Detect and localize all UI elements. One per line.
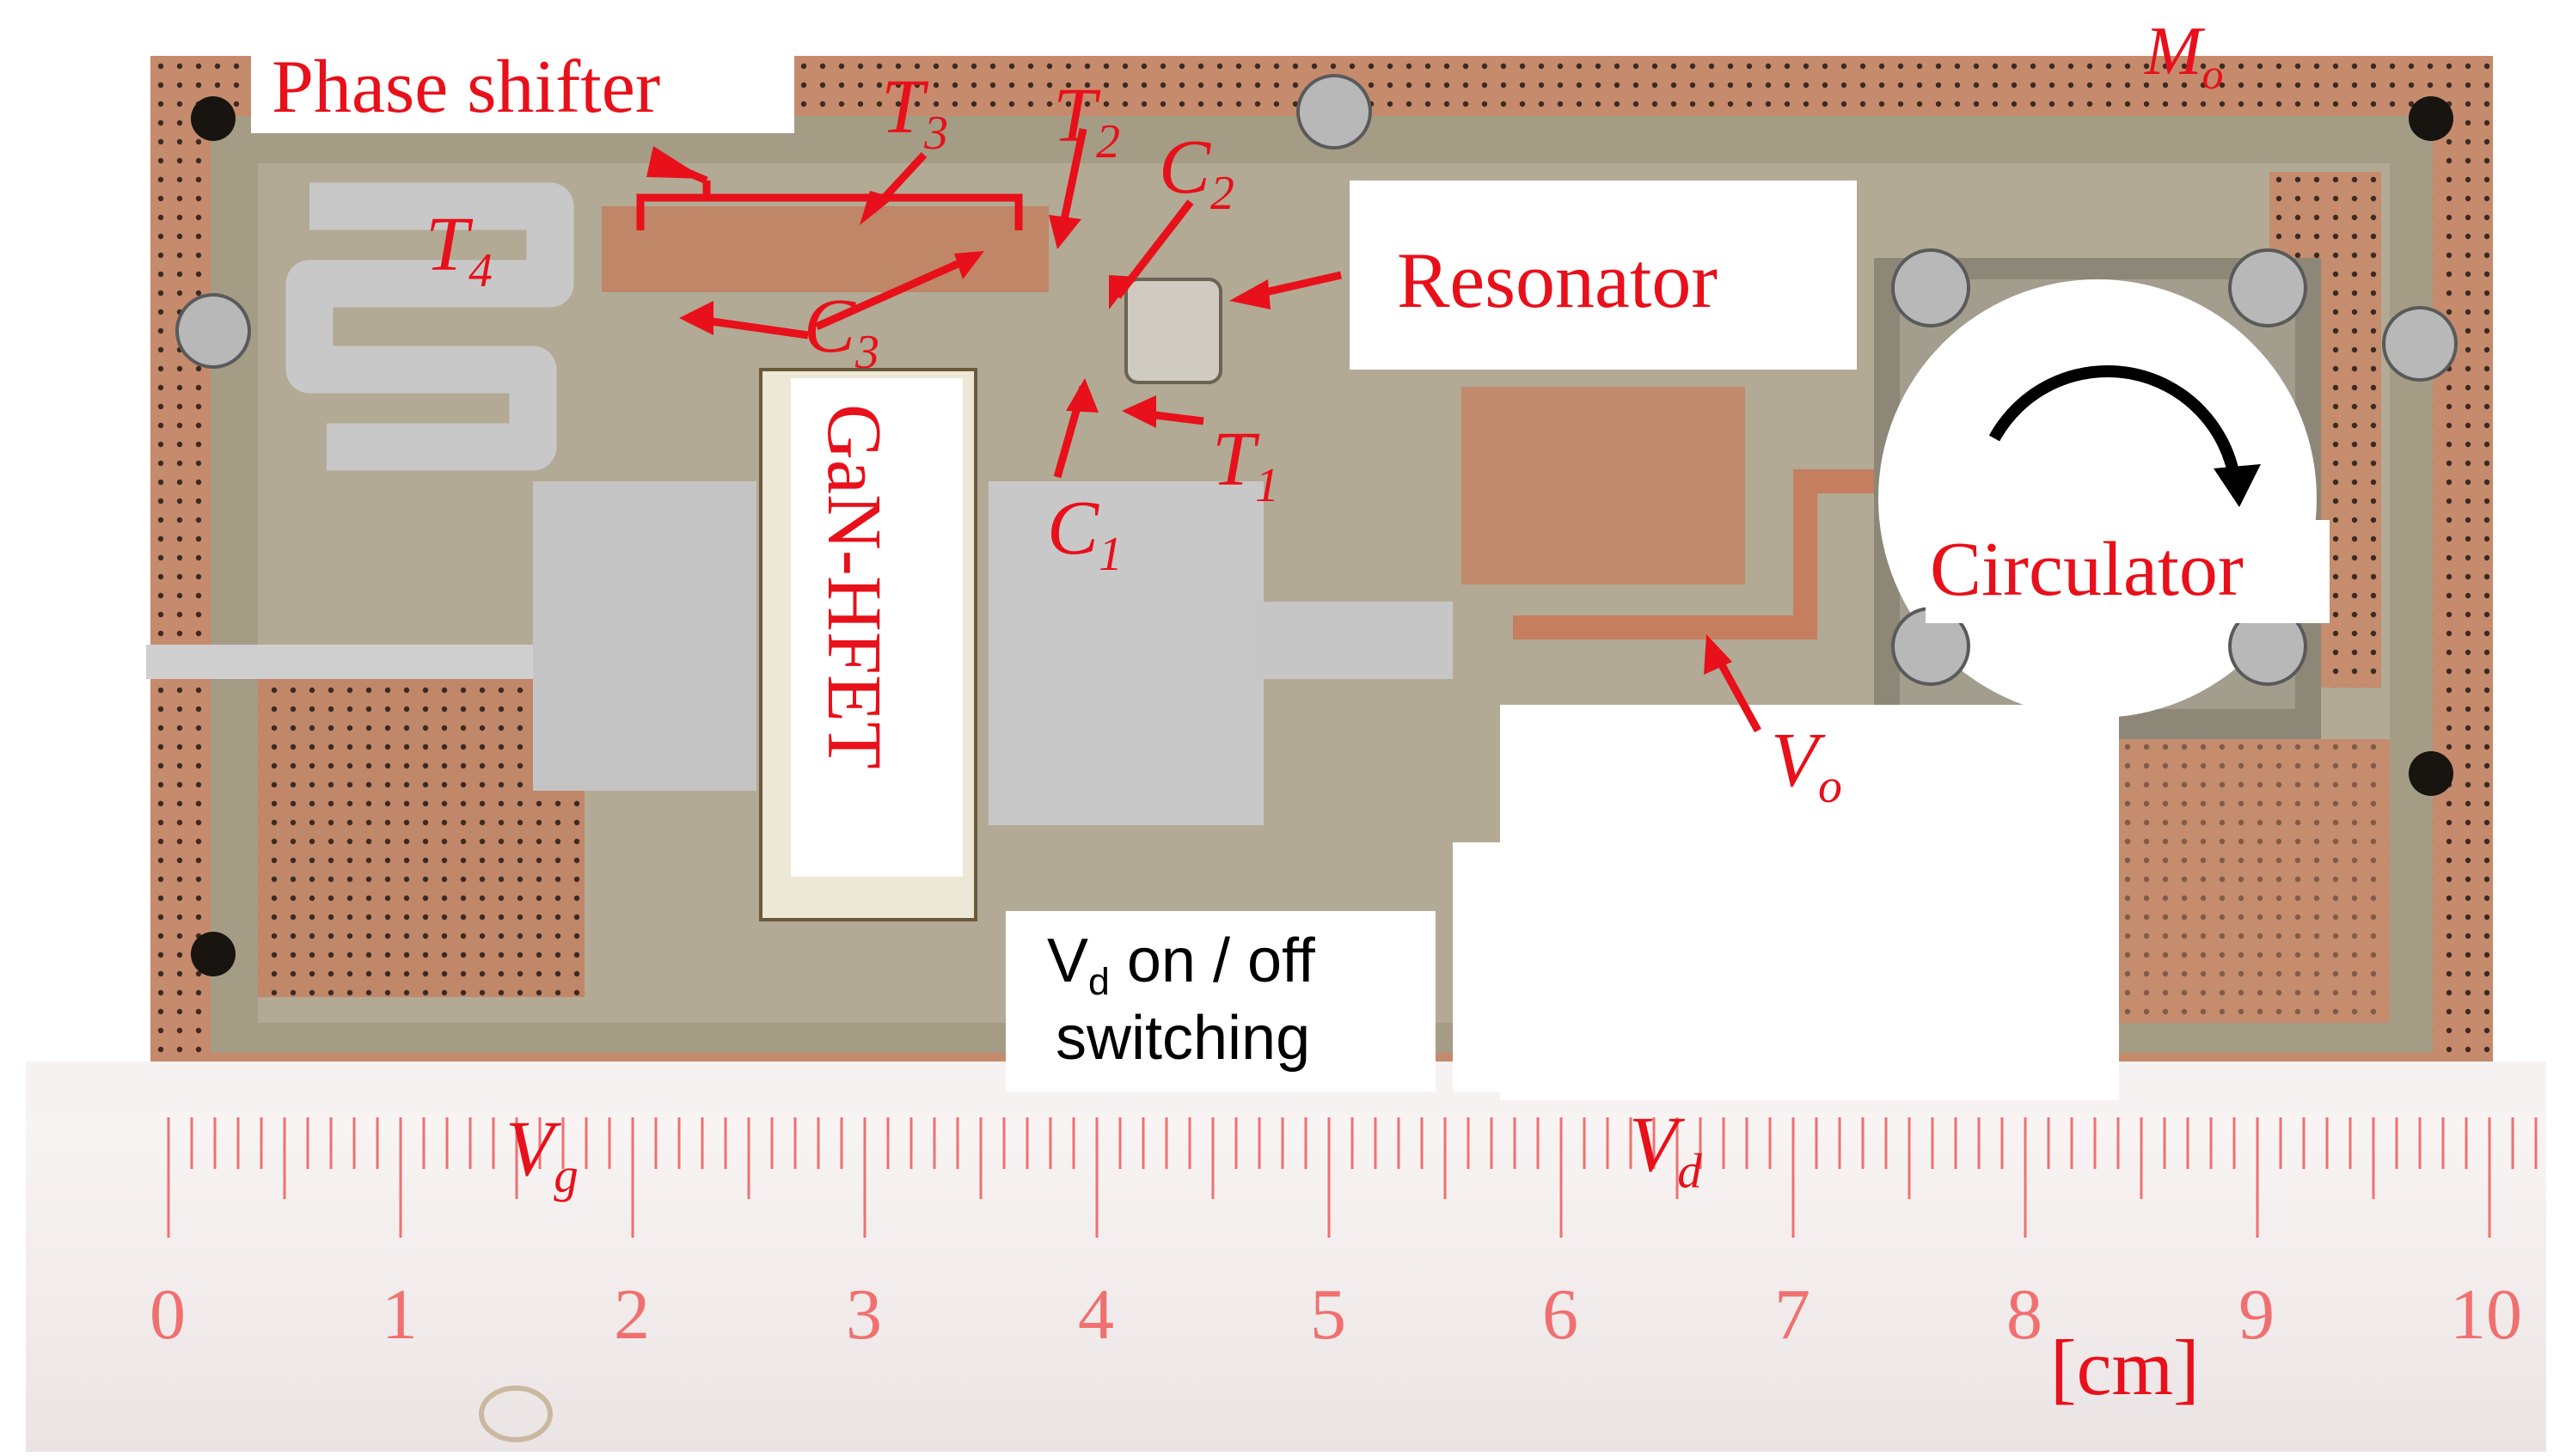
label-unit-cm: [cm] [2050, 1324, 2200, 1411]
label-vo-main: V [1771, 718, 1818, 803]
label-vg: Vg [505, 1109, 579, 1200]
label-backgrounds [251, 52, 2330, 1100]
ruler-tick-label: 7 [1774, 1275, 1810, 1355]
label-vd-switching-line2: switching [1056, 1004, 1311, 1073]
label-phase-shifter: Phase shifter [272, 46, 661, 129]
label-switch-v: V [1047, 927, 1089, 995]
label-switch-v-sub: d [1088, 961, 1110, 1004]
ruler-tick-label: 1 [382, 1275, 418, 1355]
label-t3: T3 [881, 69, 948, 158]
label-vd-switching-line1: Vd on / off [1047, 930, 1315, 1002]
label-vd-main: V [1629, 1100, 1678, 1188]
label-t4: T4 [426, 206, 493, 296]
label-t3-sub: 3 [924, 107, 948, 160]
label-mo-sub: o [2202, 51, 2224, 98]
label-t2-main: T [1053, 73, 1097, 158]
label-t4-sub: 4 [468, 244, 493, 297]
ruler-tick-label: 8 [2006, 1275, 2042, 1355]
ruler-tick-label: 9 [2238, 1275, 2275, 1355]
label-c3-sub: 3 [855, 326, 879, 379]
label-t2: T2 [1053, 77, 1120, 167]
ruler-tick-label: 2 [614, 1275, 650, 1355]
label-circulator: Circulator [1930, 527, 2244, 612]
label-vo: Vo [1771, 722, 1842, 811]
label-mo: Mo [2145, 17, 2223, 96]
label-t3-main: T [881, 64, 925, 150]
annotation-arrowheads [646, 146, 1732, 675]
label-c2-main: C [1159, 125, 1211, 210]
ruler-tick-label: 10 [2450, 1275, 2522, 1355]
label-c2: C2 [1159, 129, 1234, 218]
label-vg-main: V [505, 1104, 554, 1192]
label-vd: Vd [1629, 1104, 1702, 1196]
label-c2-sub: 2 [1210, 167, 1234, 220]
label-c3: C3 [804, 288, 879, 377]
label-t2-sub: 2 [1096, 115, 1120, 168]
ruler-tick-label: 4 [1078, 1275, 1114, 1355]
label-c1-sub: 1 [1099, 528, 1123, 581]
ruler-tick-label: 6 [1542, 1275, 1578, 1355]
label-mo-main: M [2145, 14, 2202, 89]
label-t1-main: T [1212, 417, 1256, 502]
label-t4-main: T [426, 202, 469, 287]
ruler-tick-label: 3 [846, 1275, 882, 1355]
ruler-tick-label: 5 [1310, 1275, 1346, 1355]
label-gan-hfet: GaN-HFET [811, 404, 897, 769]
label-vd-sub: d [1677, 1144, 1702, 1199]
label-t1-sub: 1 [1255, 459, 1279, 512]
label-switch-rest: on / off [1109, 927, 1315, 995]
label-c1-main: C [1047, 486, 1099, 571]
label-resonator: Resonator [1397, 236, 1718, 324]
label-c3-main: C [804, 284, 856, 369]
label-t1: T1 [1212, 421, 1279, 511]
circulator-arrow-icon [1988, 364, 2261, 507]
ruler-tick-label: 0 [150, 1275, 186, 1355]
label-vo-sub: o [1817, 760, 1842, 813]
label-vg-sub: g [554, 1148, 579, 1203]
label-c1: C1 [1047, 490, 1123, 579]
